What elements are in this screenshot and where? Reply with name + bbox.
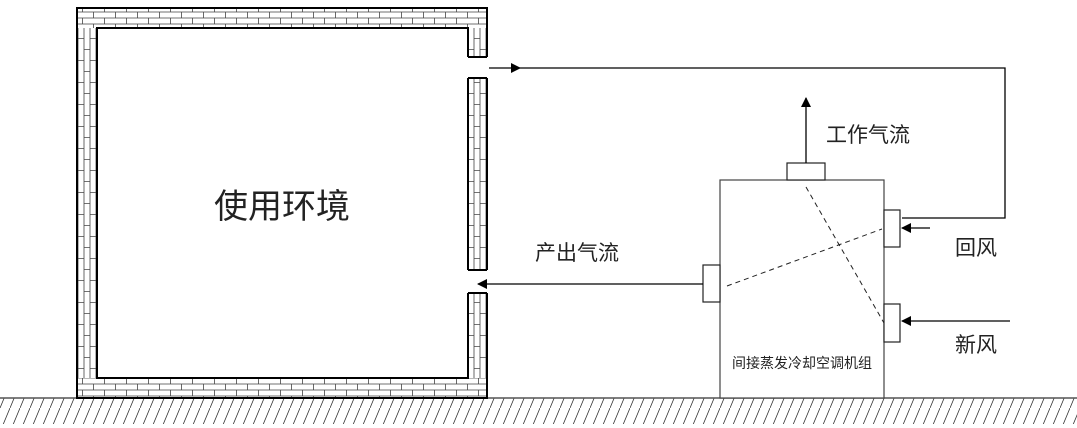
ac-unit	[702, 162, 901, 399]
return-air-path	[489, 67, 1006, 219]
supply-outlet	[702, 264, 721, 303]
return-air-label: 回风	[955, 236, 997, 260]
room-label: 使用环境	[214, 187, 350, 227]
room-walls	[76, 7, 488, 399]
output-airflow-label: 产出气流	[535, 241, 619, 265]
working-airflow-label: 工作气流	[826, 123, 910, 147]
return-inlet	[883, 209, 901, 248]
fresh-inlet	[883, 303, 901, 343]
unit-label: 间接蒸发冷却空调机组	[732, 355, 872, 372]
fresh-air-label: 新风	[955, 333, 997, 357]
ground	[0, 397, 1077, 424]
top-outlet	[786, 162, 826, 181]
